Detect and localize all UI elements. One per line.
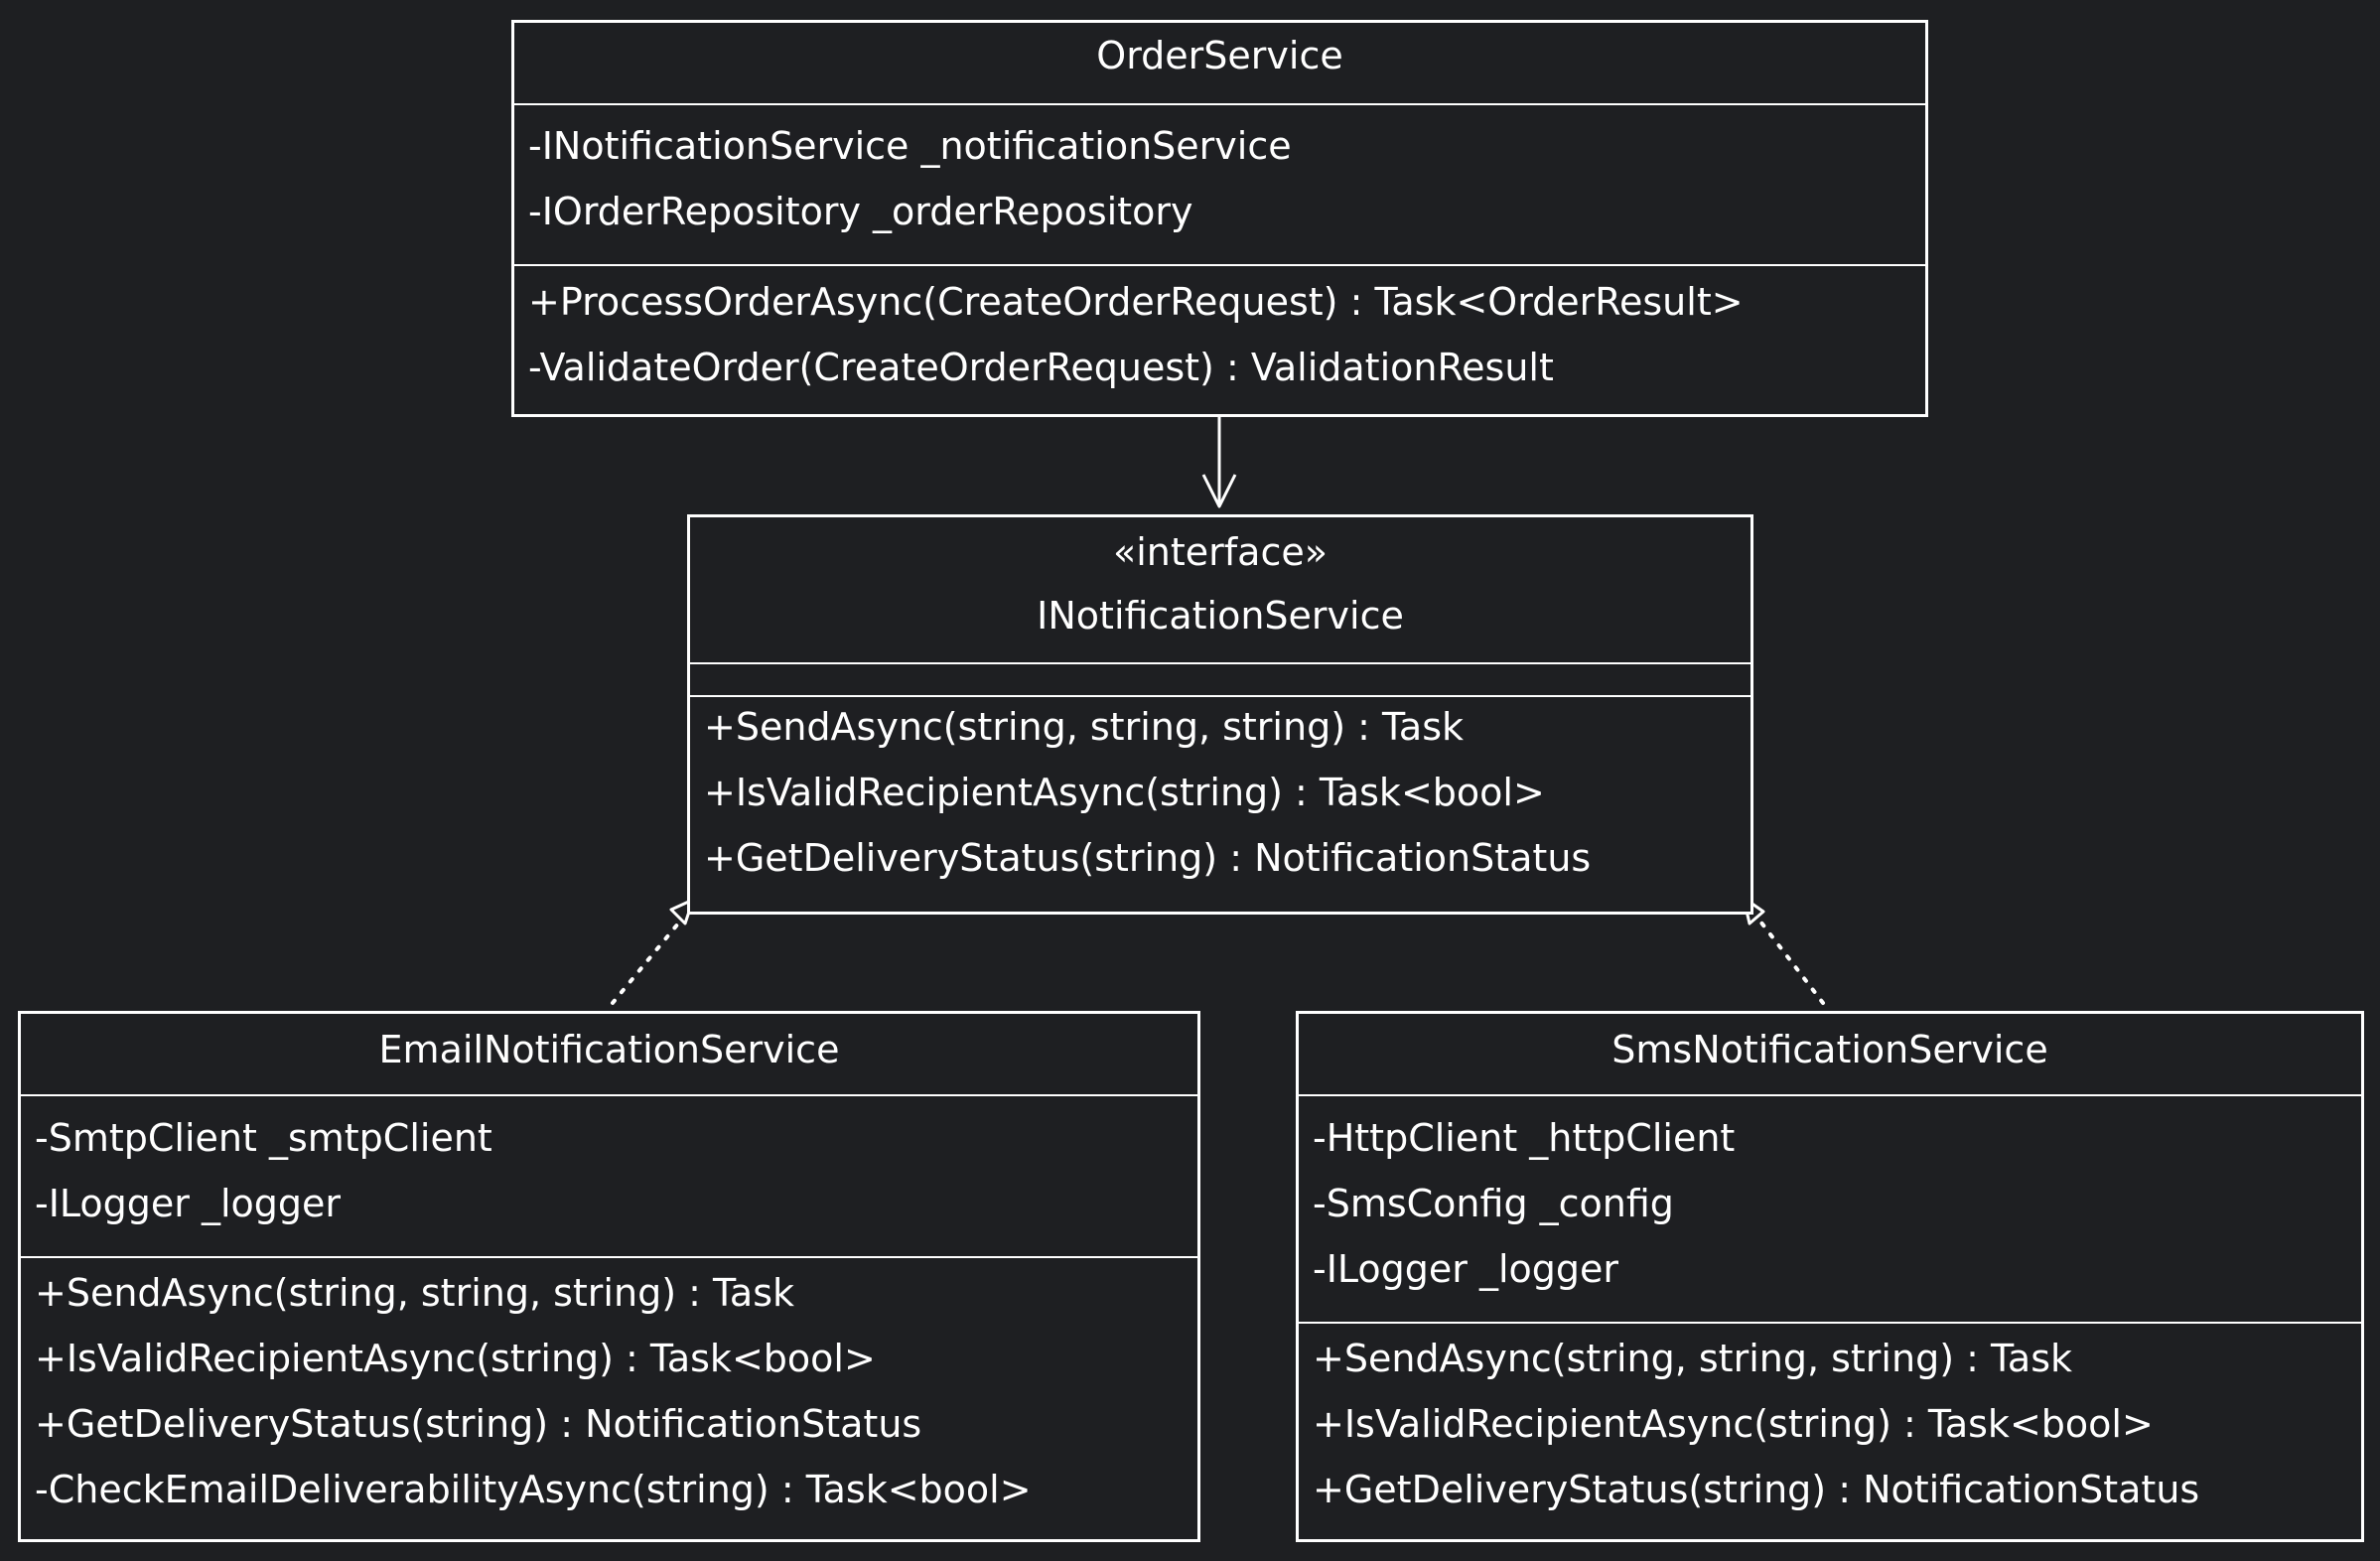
name-divider <box>21 1094 1197 1096</box>
interface-stereotype: «interface» <box>1113 530 1328 574</box>
class-name: INotificationService <box>1037 594 1404 638</box>
method: +GetDeliveryStatus(string) : Notificatio… <box>704 836 1592 880</box>
class-name: EmailNotificationService <box>378 1028 840 1071</box>
class-sms-notification-service: SmsNotificationService -HttpClient _http… <box>1296 1011 2364 1542</box>
method: -CheckEmailDeliverabilityAsync(string) :… <box>35 1468 1032 1511</box>
field: -IOrderRepository _orderRepository <box>528 190 1193 233</box>
fields-divider <box>690 695 1750 697</box>
method: -ValidateOrder(CreateOrderRequest) : Val… <box>528 346 1554 389</box>
class-notification-interface: «interface» INotificationService +SendAs… <box>687 514 1753 915</box>
class-order-service: OrderService -INotificationService _noti… <box>511 20 1928 417</box>
name-divider <box>1299 1094 2361 1096</box>
name-divider <box>514 103 1925 105</box>
method: +GetDeliveryStatus(string) : Notificatio… <box>35 1402 922 1446</box>
email-realization-line <box>611 916 685 1005</box>
method: +ProcessOrderAsync(CreateOrderRequest) :… <box>528 280 1744 324</box>
class-email-notification-service: EmailNotificationService -SmtpClient _sm… <box>18 1011 1200 1542</box>
method: +SendAsync(string, string, string) : Tas… <box>704 705 1464 749</box>
field: -SmsConfig _config <box>1313 1182 1674 1225</box>
class-name: SmsNotificationService <box>1611 1028 2048 1071</box>
method: +IsValidRecipientAsync(string) : Task<bo… <box>704 771 1545 814</box>
field: -ILogger _logger <box>1313 1247 1619 1291</box>
name-divider <box>690 662 1750 664</box>
field: -ILogger _logger <box>35 1182 342 1225</box>
method: +SendAsync(string, string, string) : Tas… <box>1313 1337 2072 1380</box>
fields-divider <box>1299 1322 2361 1324</box>
fields-divider <box>21 1256 1197 1258</box>
field: -HttpClient _httpClient <box>1313 1116 1736 1160</box>
association-arrowhead <box>1201 474 1237 508</box>
class-name: OrderService <box>1096 34 1343 77</box>
fields-divider <box>514 264 1925 266</box>
field: -INotificationService _notificationServi… <box>528 124 1292 168</box>
method: +SendAsync(string, string, string) : Tas… <box>35 1271 794 1315</box>
field: -SmtpClient _smtpClient <box>35 1116 492 1160</box>
method: +GetDeliveryStatus(string) : Notificatio… <box>1313 1468 2200 1511</box>
sms-realization-line <box>1755 916 1825 1005</box>
method: +IsValidRecipientAsync(string) : Task<bo… <box>35 1337 876 1380</box>
method: +IsValidRecipientAsync(string) : Task<bo… <box>1313 1402 2154 1446</box>
